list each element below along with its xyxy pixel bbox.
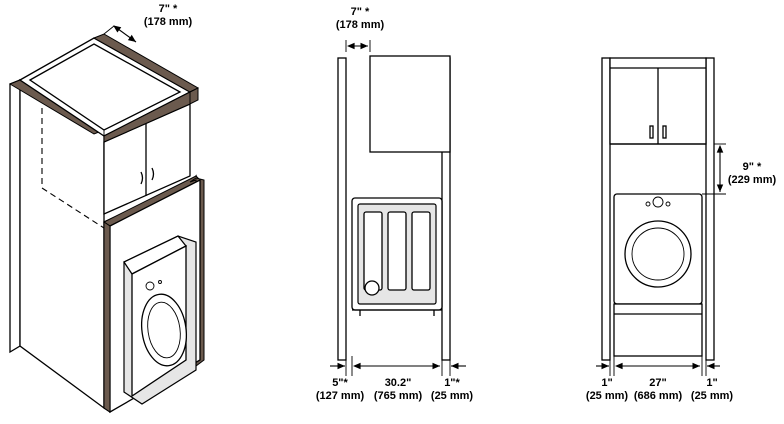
side-upper-cabinet [369,55,451,153]
front-left-gap-imperial: 1" [601,377,612,389]
front-view: 9" * (229 mm) 1" (25 mm) 27" (686 mm) 1"… [586,57,777,402]
side-right-gap-metric: (25 mm) [431,390,474,402]
front-gap-metric: (229 mm) [728,174,777,186]
iso-door-handle-left [140,171,144,185]
front-gap-dimension: 9" * (229 mm) [702,143,777,195]
side-left-gap-imperial: 5"* [332,377,348,389]
front-dryer [613,193,703,357]
side-depth-metric: (178 mm) [336,19,385,31]
iso-door-handle-right [151,167,155,181]
side-dryer [351,197,443,316]
front-width-metric: (686 mm) [634,390,683,402]
iso-hidden-edges [41,108,105,229]
isometric-view: 7" * (178 mm) [8,3,205,414]
iso-depth-imperial: 7" * [159,3,178,15]
side-depth-total-metric: (765 mm) [374,390,423,402]
front-cabinet [609,57,707,145]
side-depth-total-imperial: 30.2" [385,377,412,389]
side-bottom-dimensions: 5"* (127 mm) 30.2" (765 mm) 1"* (25 mm) [316,356,474,402]
side-left-gap-metric: (127 mm) [316,390,365,402]
front-left-gap-metric: (25 mm) [586,390,629,402]
front-width-imperial: 27" [649,377,666,389]
side-right-gap-imperial: 1"* [444,377,460,389]
iso-top-cabinet-box [18,33,200,176]
side-depth-imperial: 7" * [351,6,370,18]
front-right-panel [705,57,715,361]
side-depth-dimension: 7" * (178 mm) [336,6,385,52]
front-left-panel [601,57,611,361]
front-right-gap-imperial: 1" [706,377,717,389]
side-view: 7" * (178 mm) 5"* (127 mm) 30.2" (765 mm… [316,6,474,402]
iso-left-side-panel [8,78,106,410]
iso-cabinet-doors [103,91,191,215]
front-right-gap-metric: (25 mm) [691,390,734,402]
front-bottom-dimensions: 1" (25 mm) 27" (686 mm) 1" (25 mm) [586,356,734,402]
iso-washer [123,235,197,405]
iso-depth-metric: (178 mm) [144,16,193,28]
iso-depth-dimension: 7" * (178 mm) [103,3,193,43]
side-left-wall [337,57,347,361]
front-gap-imperial: 9" * [743,161,762,173]
